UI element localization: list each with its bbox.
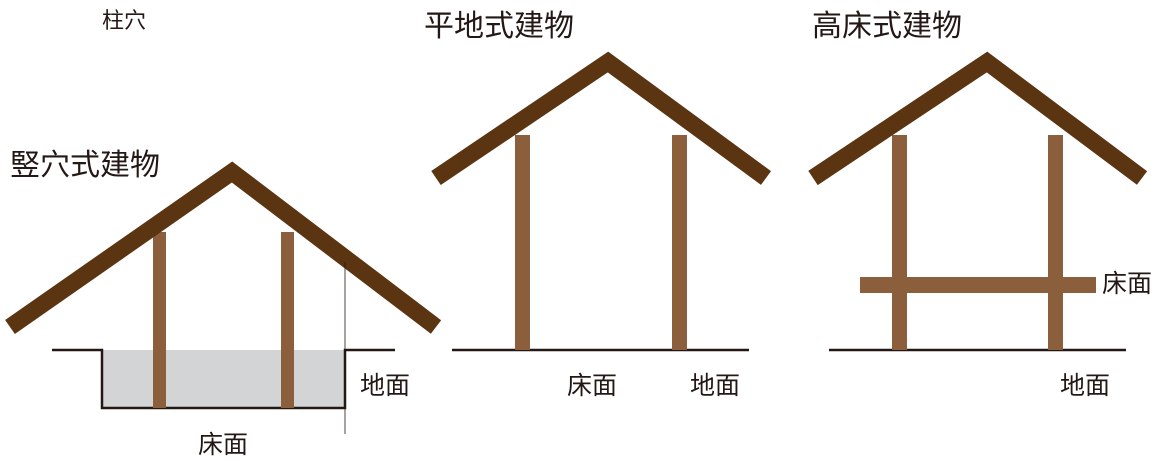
panel-title: 平地式建物 xyxy=(424,9,574,44)
roof xyxy=(5,161,442,334)
ground-label: 地面 xyxy=(360,371,410,400)
panel-title: 高床式建物 xyxy=(812,9,962,44)
roof xyxy=(808,51,1148,186)
post-left xyxy=(515,135,530,350)
floor-label: 床面 xyxy=(1102,269,1152,298)
floor-label: 床面 xyxy=(198,430,248,459)
ground-label: 地面 xyxy=(1060,371,1110,400)
post-right xyxy=(1048,135,1063,350)
panel-raised-floor-dwelling: 高床式建物 床面 地面 xyxy=(808,9,1152,400)
post-hole-label: 柱穴 xyxy=(102,9,146,34)
panel-ground-level-dwelling: 平地式建物 床面 地面 xyxy=(424,9,772,400)
post-left xyxy=(153,232,166,408)
post-right xyxy=(672,135,687,350)
pit-ground-outline xyxy=(52,348,395,410)
post-right xyxy=(281,232,294,408)
panel-pit-dwelling: 柱穴 竪穴式建物 地面 床面 xyxy=(5,9,442,459)
floor-label: 床面 xyxy=(567,371,617,400)
raised-floor-beam xyxy=(860,277,1096,293)
pit-floor-area xyxy=(102,350,345,408)
post-left xyxy=(892,135,907,350)
panel-title: 竪穴式建物 xyxy=(10,148,160,183)
ground-label: 地面 xyxy=(690,371,740,400)
roof xyxy=(431,51,772,186)
